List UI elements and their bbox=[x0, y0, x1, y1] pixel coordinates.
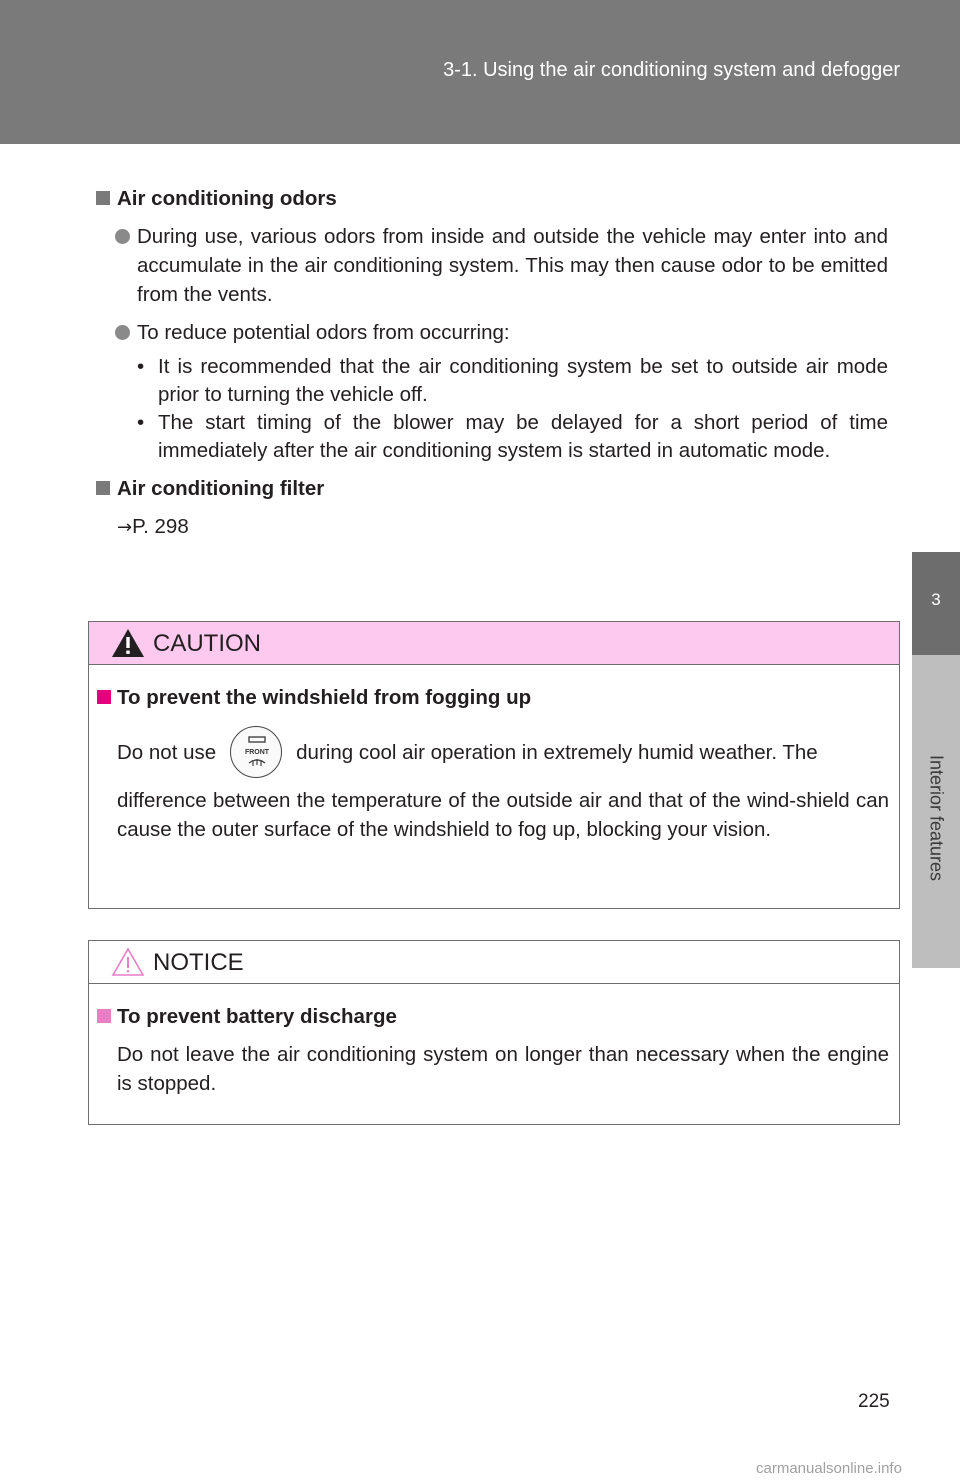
page-number: 225 bbox=[858, 1391, 890, 1412]
section-header-title: 3-1. Using the air conditioning system a… bbox=[443, 59, 900, 81]
square-bullet-icon bbox=[97, 1009, 111, 1023]
chapter-tab-label[interactable]: Interior features bbox=[912, 655, 960, 968]
filter-page-reference[interactable]: →P. 298 bbox=[96, 512, 888, 542]
square-bullet-icon bbox=[97, 690, 111, 704]
dot-marker: • bbox=[137, 411, 145, 434]
front-defogger-icon: FRONT bbox=[230, 726, 283, 778]
notice-box: NOTICE To prevent battery discharge Do n… bbox=[88, 940, 900, 1125]
odors-sub-item-1: • It is recommended that the air conditi… bbox=[137, 355, 888, 406]
odors-bullet-2: To reduce potential odors from occurring… bbox=[96, 318, 888, 347]
filter-heading: Air conditioning filter bbox=[96, 474, 888, 503]
odors-sub-item-2: • The start timing of the blower may be … bbox=[137, 411, 888, 462]
warning-triangle-icon bbox=[112, 629, 144, 657]
warning-outline-icon bbox=[111, 947, 145, 976]
chapter-tab-number[interactable]: 3 bbox=[912, 552, 960, 655]
notice-text: Do not leave the air conditioning system… bbox=[117, 1043, 889, 1095]
notice-label: NOTICE bbox=[153, 949, 244, 976]
dot-marker: • bbox=[137, 355, 145, 378]
odors-bullet-1: During use, various odors from inside an… bbox=[96, 222, 888, 309]
watermark: carmanualsonline.info bbox=[756, 1460, 902, 1477]
filter-page-link[interactable]: P. 298 bbox=[132, 515, 189, 538]
square-bullet-icon bbox=[96, 481, 110, 495]
header-bar: 3-1. Using the air conditioning system a… bbox=[0, 0, 960, 144]
circle-bullet-icon bbox=[115, 229, 130, 244]
notice-body: To prevent battery discharge Do not leav… bbox=[89, 984, 899, 1098]
caution-text: Do not use FRONT during cool air operati… bbox=[97, 721, 889, 844]
caution-header: CAUTION bbox=[89, 622, 899, 665]
front-button-label: FRONT bbox=[245, 749, 270, 756]
caution-box: CAUTION To prevent the windshield from f… bbox=[88, 621, 900, 909]
caution-body: To prevent the windshield from fogging u… bbox=[89, 665, 899, 844]
caution-button-line: Do not use FRONT during cool air operati… bbox=[117, 721, 889, 783]
arrow-right-icon: → bbox=[117, 517, 133, 538]
chapter-tab-text: Interior features bbox=[926, 755, 947, 882]
notice-title: To prevent battery discharge bbox=[97, 1002, 889, 1031]
main-content: Air conditioning odors During use, vario… bbox=[96, 184, 888, 542]
odors-heading: Air conditioning odors bbox=[96, 184, 888, 213]
caution-text-rest: difference between the temperature of th… bbox=[117, 789, 889, 841]
filter-heading-text: Air conditioning filter bbox=[117, 477, 325, 500]
caution-title: To prevent the windshield from fogging u… bbox=[97, 683, 889, 712]
square-bullet-icon bbox=[96, 191, 110, 205]
notice-header: NOTICE bbox=[89, 941, 899, 984]
odors-heading-text: Air conditioning odors bbox=[117, 187, 337, 210]
caution-label: CAUTION bbox=[153, 630, 261, 657]
circle-bullet-icon bbox=[115, 325, 130, 340]
